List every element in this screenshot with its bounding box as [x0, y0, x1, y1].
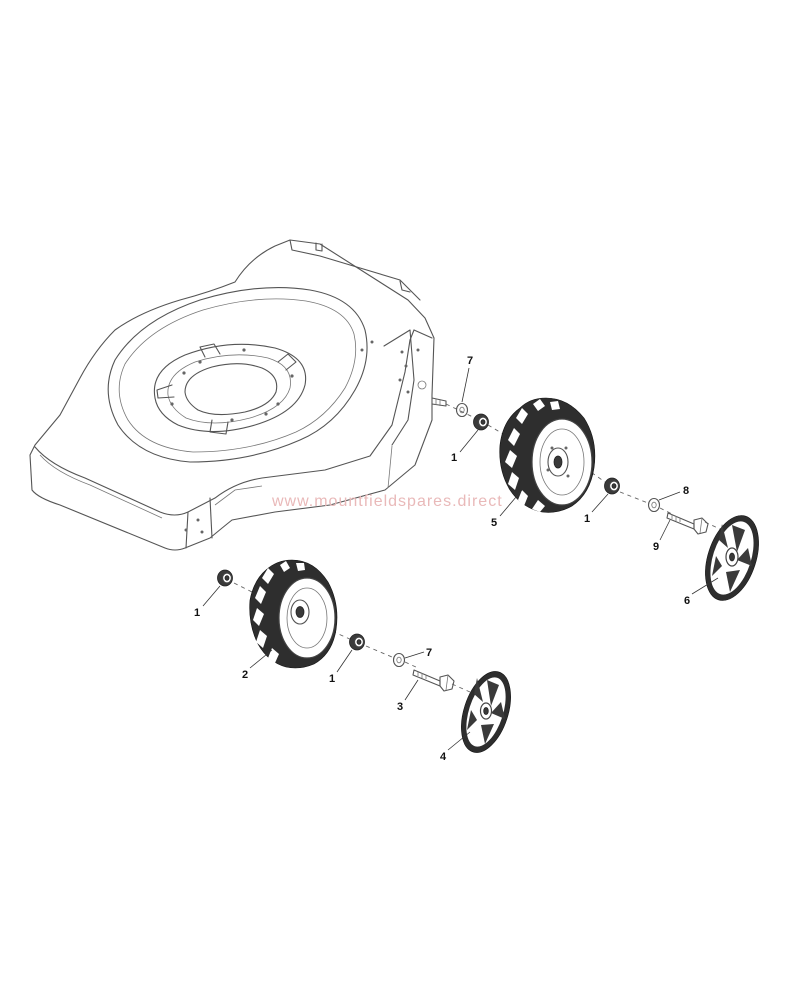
wheel-rear [499, 397, 596, 513]
callout-8: 8 [683, 485, 689, 497]
hubcap-front [461, 671, 511, 753]
leader-lines [202, 367, 719, 751]
callout-7-front: 7 [426, 647, 432, 659]
bushing-front-outer [349, 633, 365, 651]
bushing-rear-outer [604, 477, 620, 495]
callout-5: 5 [491, 517, 497, 529]
callout-1-front-outer: 1 [329, 673, 335, 685]
washer-8 [647, 497, 661, 513]
mower-deck [29, 239, 447, 551]
bushing-rear-inner [473, 413, 489, 431]
callout-7-rear: 7 [467, 355, 473, 367]
bushing-front-inner [217, 569, 233, 587]
washer-front [392, 652, 406, 668]
callout-6: 6 [684, 595, 690, 607]
bolt-rear [666, 512, 709, 535]
callout-labels: 7 1 5 1 8 9 6 1 2 1 7 3 4 [194, 355, 690, 763]
callout-9: 9 [653, 541, 659, 553]
bolt-front [412, 669, 455, 692]
callout-4: 4 [440, 751, 447, 763]
callout-1-front-inner: 1 [194, 607, 200, 619]
callout-3: 3 [397, 701, 403, 713]
callout-1-rear-inner: 1 [451, 452, 457, 464]
washer-rear [455, 402, 469, 418]
hubcap-rear [705, 515, 759, 601]
watermark-text: www.mountfieldspares.direct [271, 493, 503, 510]
callout-1-rear-outer: 1 [584, 513, 590, 525]
wheel-front [249, 559, 338, 669]
callout-2: 2 [242, 669, 248, 681]
